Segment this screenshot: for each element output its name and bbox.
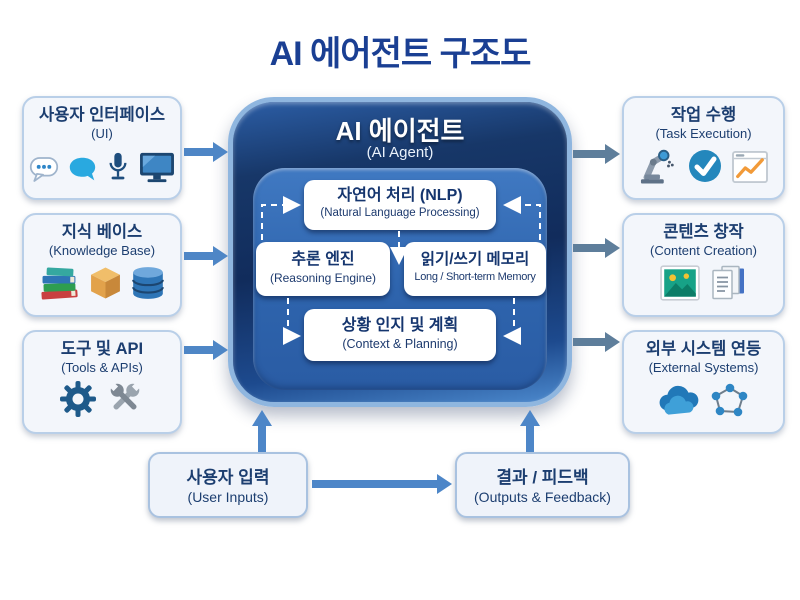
component-title: 상황 인지 및 계획 — [341, 317, 459, 334]
arrow-agent-to-task — [573, 144, 620, 164]
box-title: 결과 / 피드백 — [496, 468, 589, 487]
box-subtitle: (User Inputs) — [187, 489, 269, 505]
component-subtitle: Long / Short-term Memory — [414, 271, 536, 284]
arrow-ui-to-agent — [184, 142, 228, 162]
box-title: 사용자 인터페이스 — [38, 106, 166, 124]
arrow-inputs-to-agent — [252, 410, 272, 452]
check-circle-icon — [687, 148, 723, 189]
box-subtitle: (Outputs & Feedback) — [474, 489, 611, 505]
box-user-inputs: 사용자 입력 (User Inputs) — [148, 452, 308, 518]
arrow-knowledge-to-agent — [184, 246, 228, 266]
box-subtitle: (Tools & APIs) — [61, 359, 143, 375]
page-title: AI 에어전트 구조도 — [269, 35, 532, 73]
cloud-icon — [658, 384, 702, 423]
box-subtitle: (Task Execution) — [655, 125, 752, 141]
component-subtitle: (Natural Language Processing) — [320, 206, 480, 219]
box-user-interface: 사용자 인터페이스 (UI) — [22, 96, 182, 200]
component-title: 자연어 처리 (NLP) — [337, 187, 463, 204]
icon-row — [24, 147, 180, 189]
box-tools-apis: 도구 및 API (Tools & APIs) — [22, 330, 182, 434]
box-title: 사용자 입력 — [186, 468, 270, 487]
box-title: 외부 시스템 연등 — [645, 340, 762, 358]
box-external-systems: 외부 시스템 연등 (External Systems) — [622, 330, 785, 434]
component-context-planning: 상황 인지 및 계획 (Context & Planning) — [304, 309, 496, 361]
arrow-agent-to-external — [573, 332, 620, 352]
gear-icon — [59, 380, 97, 423]
box-subtitle: (Content Creation) — [650, 242, 757, 258]
component-nlp: 자연어 처리 (NLP) (Natural Language Processin… — [304, 180, 496, 230]
box-title: 도구 및 API — [60, 340, 144, 358]
icon-row — [624, 381, 783, 423]
arrow-agent-to-content — [573, 238, 620, 258]
image-icon — [659, 265, 700, 306]
books-icon — [39, 264, 81, 306]
icon-row — [624, 147, 783, 189]
wrenches-icon — [105, 378, 145, 423]
box-subtitle: (Knowledge Base) — [48, 242, 156, 258]
box-subtitle: (UI) — [91, 125, 113, 141]
chart-window-icon — [731, 150, 769, 189]
component-memory: 읽기/쓰기 메모리 Long / Short-term Memory — [404, 242, 546, 296]
component-title: 읽기/쓰기 메모리 — [420, 251, 530, 268]
box-task-execution: 작업 수행 (Task Execution) — [622, 96, 785, 200]
box-outputs-feedback: 결과 / 피드백 (Outputs & Feedback) — [455, 452, 630, 518]
component-title: 추론 엔진 — [291, 251, 355, 268]
agent-title: AI 에이전트 — [335, 116, 465, 146]
icon-row — [624, 264, 783, 306]
box-title: 작업 수행 — [670, 106, 737, 124]
database-icon — [130, 265, 166, 306]
box-content-creation: 콘텐츠 창작 (Content Creation) — [622, 213, 785, 317]
box-title: 지식 베이스 — [61, 223, 143, 241]
network-icon — [710, 381, 750, 423]
arrow-inputs-to-feedback — [312, 474, 452, 494]
box-subtitle: (External Systems) — [648, 359, 759, 375]
box-icon — [89, 265, 122, 306]
component-subtitle: (Context & Planning) — [342, 336, 458, 351]
icon-row — [24, 378, 180, 423]
icon-row — [24, 264, 180, 306]
component-subtitle: (Reasoning Engine) — [269, 270, 377, 285]
documents-icon — [708, 264, 748, 306]
box-title: 콘텐츠 창작 — [663, 223, 744, 241]
monitor-icon — [138, 151, 176, 189]
agent-subtitle: (AI Agent) — [366, 144, 434, 161]
agent-box: AI 에이전트 (AI Agent) 자연어 처리 (NLP) (Natural… — [228, 97, 572, 407]
box-knowledge-base: 지식 베이스 (Knowledge Base) — [22, 213, 182, 317]
chat-filled-icon — [67, 155, 98, 189]
robot-arm-icon — [639, 146, 679, 189]
microphone-icon — [106, 151, 130, 189]
arrow-tools-to-agent — [184, 340, 228, 360]
chat-outline-icon — [29, 155, 59, 189]
component-reasoning-engine: 추론 엔진 (Reasoning Engine) — [256, 242, 390, 296]
arrow-feedback-to-agent — [520, 410, 540, 452]
